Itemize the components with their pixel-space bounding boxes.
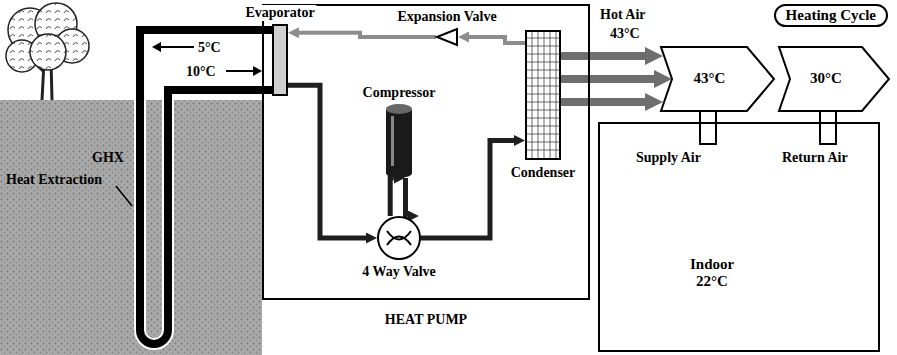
return-air-duct-label: 30°C <box>778 46 890 112</box>
return-air-duct: 30°C <box>778 46 890 112</box>
ground <box>0 100 262 355</box>
indoor-room-label: Indoor 22°C <box>690 256 734 291</box>
cycle-title: Heating Cycle <box>774 4 888 27</box>
condenser-label: Condenser <box>509 165 578 181</box>
refrigerant-pipe <box>421 141 514 239</box>
refrigerant-pipe <box>406 178 408 216</box>
temperature-label: 10°C <box>186 64 216 80</box>
four-way-valve-label: 4 Way Valve <box>360 264 438 280</box>
liquid-line <box>469 37 525 43</box>
supply-air-duct: 43°C <box>660 46 775 112</box>
heat-pump-housing-label: HEAT PUMP <box>383 312 469 328</box>
tree <box>6 3 89 100</box>
hot-air-arrow <box>561 47 663 111</box>
compressor-outline <box>386 104 412 178</box>
expansion-valve-outline <box>436 28 458 46</box>
heat-pump-housing: HEAT PUMPEvaporatorExpansion ValveCompre… <box>262 4 590 300</box>
callout-label: Heat Extraction <box>6 172 102 188</box>
evaporator: Evaporator <box>272 24 288 96</box>
air-label: Supply Air <box>636 150 701 166</box>
temperature-label: 5°C <box>198 40 221 56</box>
air-duct-leg <box>700 108 836 144</box>
part-label: GHX <box>92 150 124 166</box>
compressor-label: Compressor <box>361 85 438 101</box>
hot-air-arrow <box>561 75 654 83</box>
leader-line <box>116 186 132 206</box>
four-way-valve: 4 Way Valve <box>377 216 421 260</box>
condenser: Condenser <box>525 30 561 160</box>
evaporator-label: Evaporator <box>243 5 316 21</box>
flow-label: Hot Air <box>600 7 646 23</box>
supply-air-duct-label: 43°C <box>660 46 775 112</box>
liquid-line <box>299 33 436 37</box>
condenser-outline <box>525 30 561 160</box>
ground-loop-pipe <box>140 30 272 344</box>
refrigerant-pipe <box>288 85 366 238</box>
temperature-label: 43°C <box>610 26 640 42</box>
air-label: Return Air <box>782 150 848 166</box>
four-way-valve-outline <box>377 216 421 260</box>
refrigerant-pipe <box>390 178 394 216</box>
expansion-valve: Expansion Valve <box>436 28 458 46</box>
compressor: Compressor <box>386 104 412 178</box>
expansion-valve-label: Expansion Valve <box>395 9 498 25</box>
